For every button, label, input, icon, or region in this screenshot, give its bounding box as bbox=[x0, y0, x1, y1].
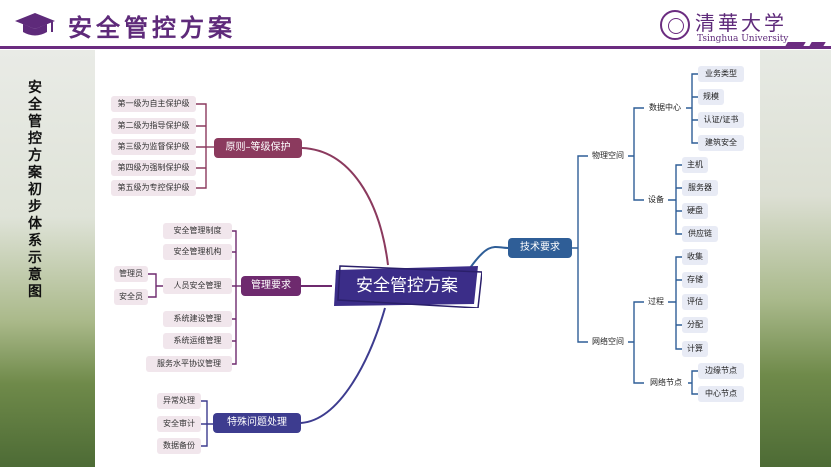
special-leaf[interactable]: 数据备份 bbox=[157, 438, 201, 454]
management-leaf[interactable]: 安全管理制度 bbox=[163, 223, 232, 239]
principle-leaf[interactable]: 第四级为强制保护级 bbox=[111, 160, 196, 176]
datacenter-leaf[interactable]: 规模 bbox=[698, 89, 724, 105]
principle-leaf[interactable]: 第五级为专控保护级 bbox=[111, 180, 196, 196]
special-leaf[interactable]: 安全审计 bbox=[157, 416, 201, 432]
central-node[interactable]: 安全管控方案 bbox=[356, 276, 458, 296]
datacenter-leaf[interactable]: 建筑安全 bbox=[698, 135, 744, 151]
left-decor-panel bbox=[0, 50, 95, 467]
university-logo-text: 清華大学 bbox=[695, 11, 787, 35]
datacenter-leaf[interactable]: 业务类型 bbox=[698, 66, 744, 82]
branch-special[interactable]: 特殊问题处理 bbox=[213, 413, 301, 433]
process-leaf[interactable]: 分配 bbox=[682, 317, 708, 333]
technical-network[interactable]: 网络空间 bbox=[592, 337, 624, 346]
university-logo-subtitle: Tsinghua University bbox=[697, 34, 789, 44]
management-leaf[interactable]: 人员安全管理 bbox=[163, 278, 232, 294]
vertical-caption: 安全管控方案初步体系示意图 bbox=[28, 80, 42, 300]
network-nodes-node[interactable]: 网络节点 bbox=[650, 378, 682, 387]
graduation-cap-icon bbox=[15, 13, 55, 36]
management-leaf[interactable]: 系统运维管理 bbox=[163, 333, 232, 349]
network-node-leaf[interactable]: 边缘节点 bbox=[698, 363, 744, 379]
header-divider bbox=[0, 46, 831, 49]
tsinghua-seal-icon bbox=[660, 10, 690, 40]
principle-leaf[interactable]: 第二级为指导保护级 bbox=[111, 118, 196, 134]
personnel-role[interactable]: 安全员 bbox=[114, 289, 148, 305]
device-leaf[interactable]: 主机 bbox=[682, 157, 708, 173]
network-node-leaf[interactable]: 中心节点 bbox=[698, 386, 744, 402]
device-leaf[interactable]: 硬盘 bbox=[682, 203, 708, 219]
management-leaf[interactable]: 系统建设管理 bbox=[163, 311, 232, 327]
central-node-shape bbox=[334, 265, 482, 308]
header-bar: 安全管控方案 清華大学 Tsinghua University bbox=[0, 0, 831, 50]
process-leaf[interactable]: 评估 bbox=[682, 294, 708, 310]
principle-leaf[interactable]: 第一级为自主保护级 bbox=[111, 96, 196, 112]
process-node[interactable]: 过程 bbox=[648, 297, 664, 306]
device-node[interactable]: 设备 bbox=[648, 195, 664, 204]
management-leaf[interactable]: 安全管理机构 bbox=[163, 244, 232, 260]
branch-principle[interactable]: 原则–等级保护 bbox=[214, 138, 302, 158]
right-decor-panel bbox=[760, 50, 831, 467]
device-leaf[interactable]: 服务器 bbox=[682, 180, 718, 196]
datacenter-node[interactable]: 数据中心 bbox=[649, 103, 681, 112]
process-leaf[interactable]: 收集 bbox=[682, 249, 708, 265]
management-leaf[interactable]: 服务水平协议管理 bbox=[146, 356, 232, 372]
personnel-role[interactable]: 管理员 bbox=[114, 266, 148, 282]
device-leaf[interactable]: 供应链 bbox=[682, 226, 718, 242]
special-leaf[interactable]: 异常处理 bbox=[157, 393, 201, 409]
branch-technical[interactable]: 技术要求 bbox=[508, 238, 572, 258]
branch-management[interactable]: 管理要求 bbox=[241, 276, 301, 296]
datacenter-leaf[interactable]: 认证/证书 bbox=[698, 112, 744, 128]
process-leaf[interactable]: 计算 bbox=[682, 341, 708, 357]
page-title: 安全管控方案 bbox=[68, 13, 236, 42]
process-leaf[interactable]: 存储 bbox=[682, 272, 708, 288]
principle-leaf[interactable]: 第三级为监督保护级 bbox=[111, 139, 196, 155]
technical-physical[interactable]: 物理空间 bbox=[592, 151, 624, 160]
